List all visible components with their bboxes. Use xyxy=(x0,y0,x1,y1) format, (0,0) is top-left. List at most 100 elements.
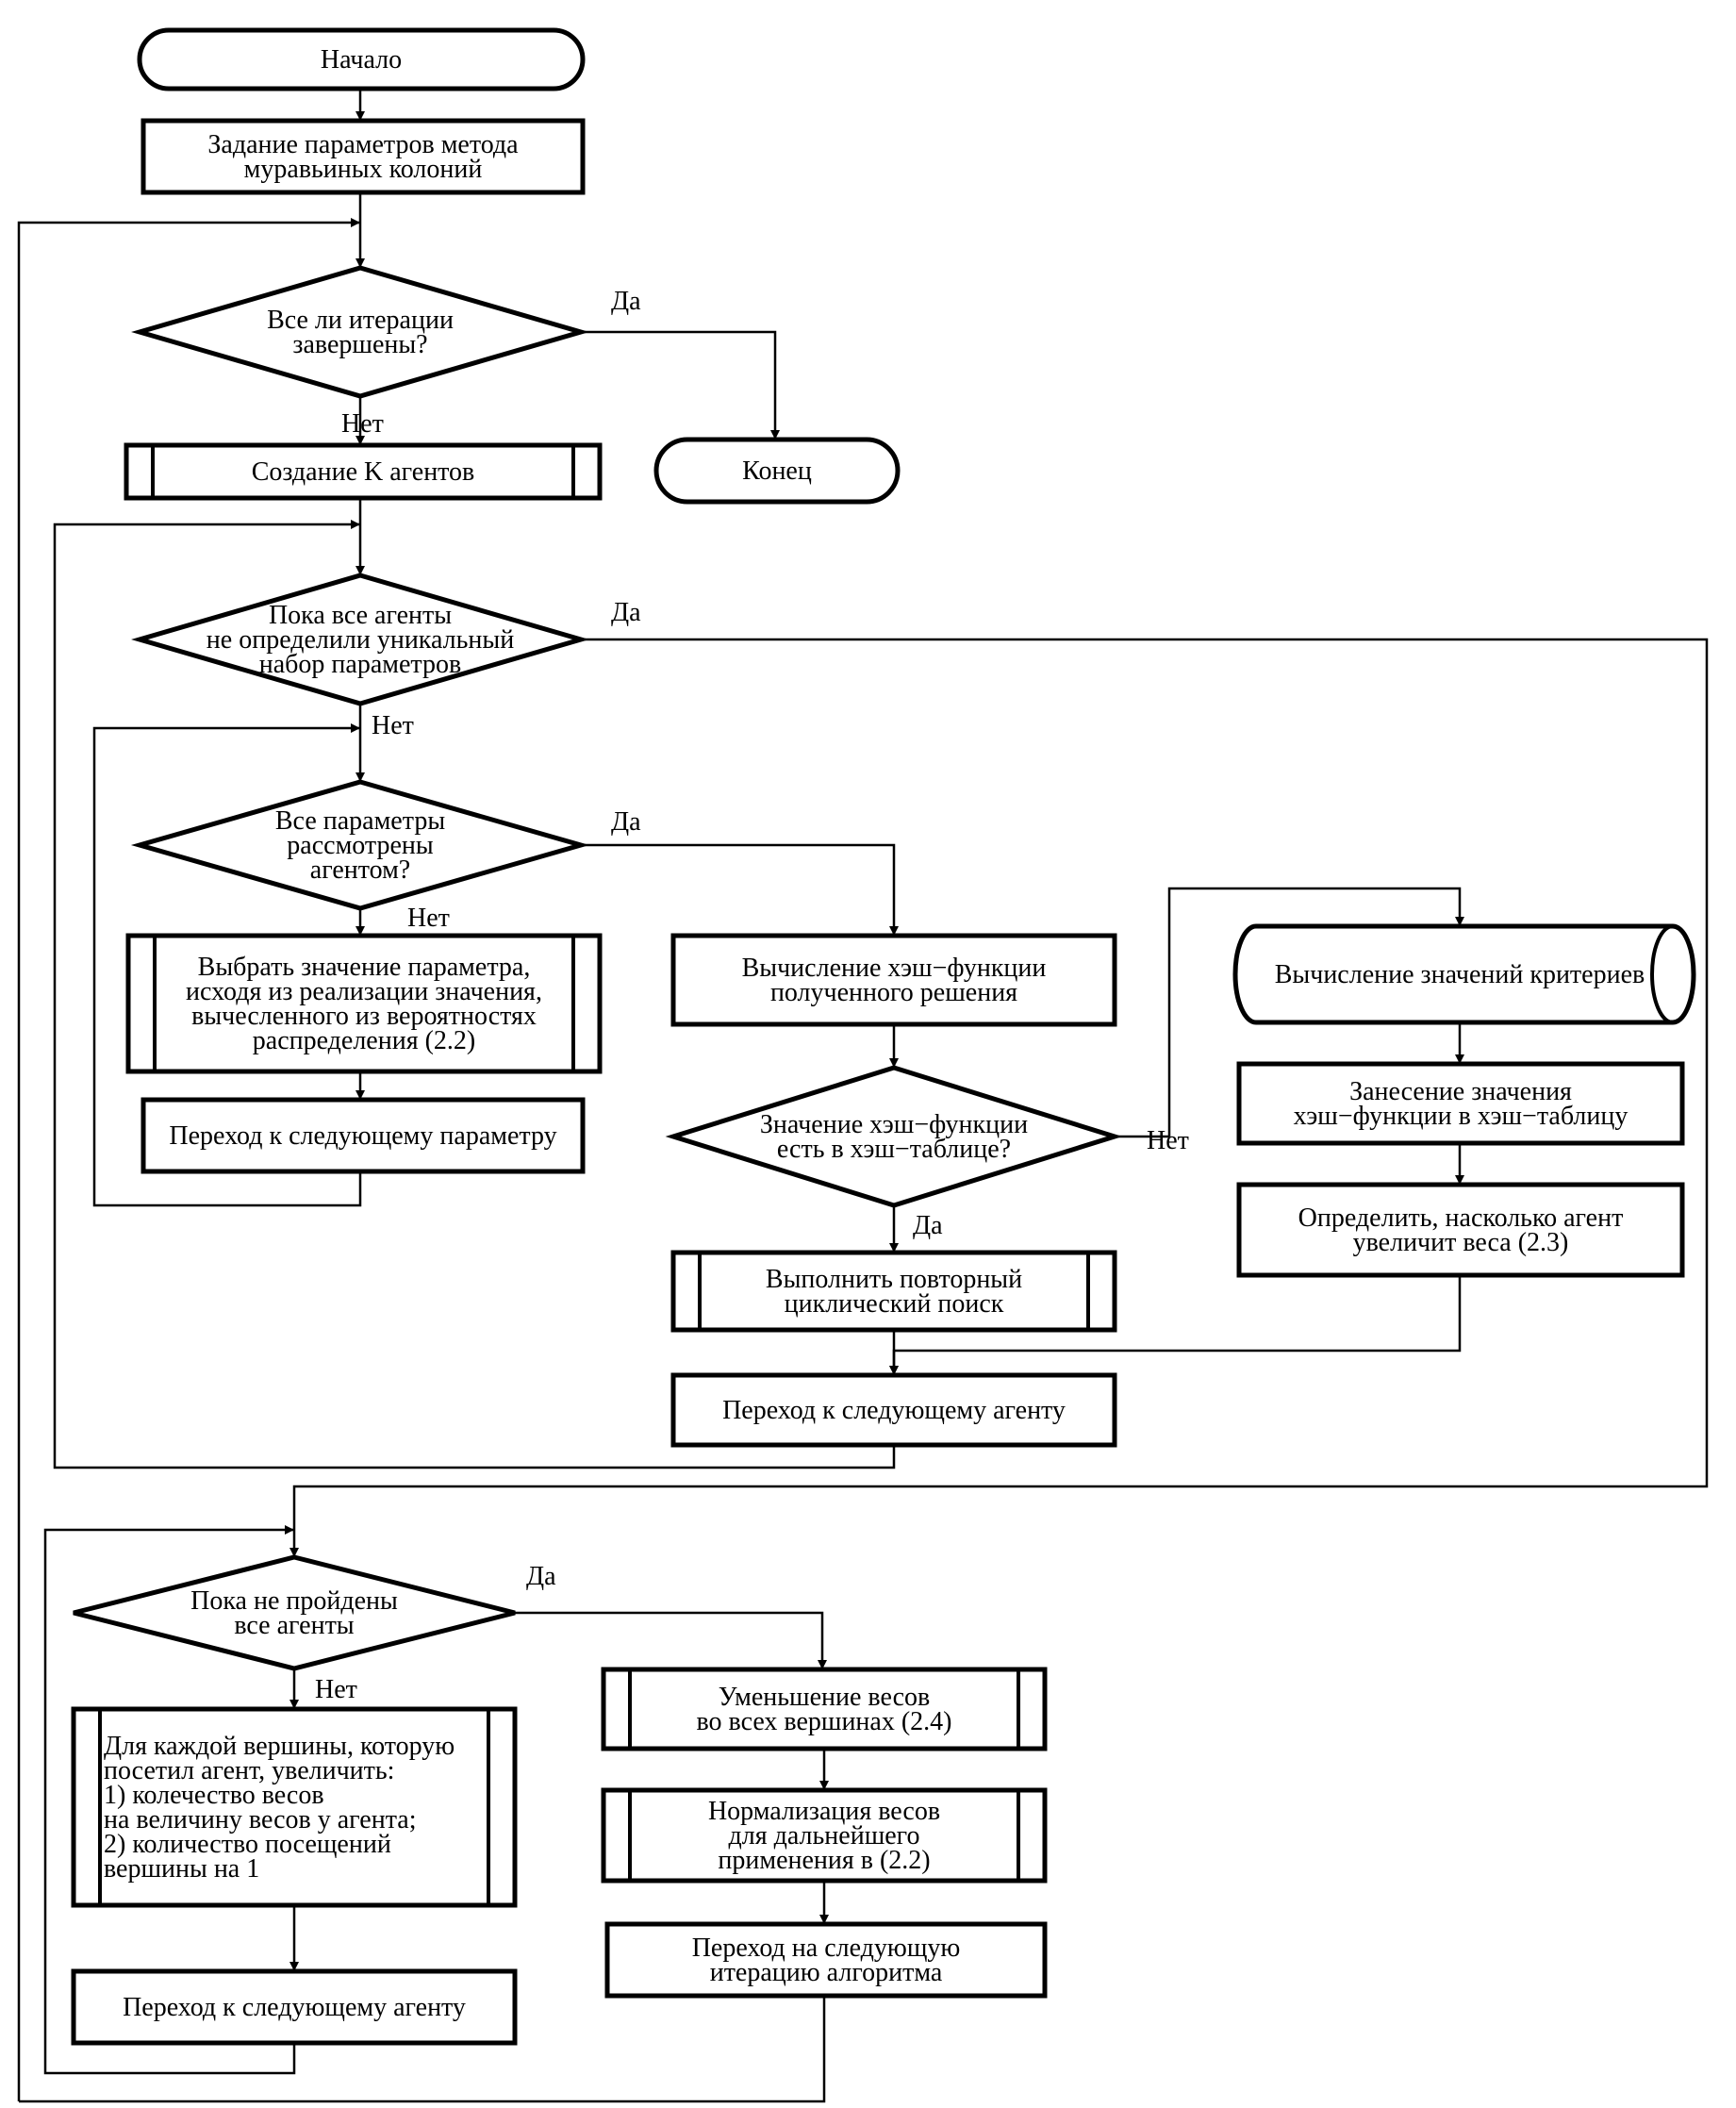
node-repeat-search xyxy=(670,1250,1117,1333)
node-text-store-hash: хэш−функции в хэш−таблицу xyxy=(1294,1102,1629,1131)
node-text-while-not-passed: Пока не пройдены xyxy=(190,1586,398,1616)
edge-label-no: Нет xyxy=(315,1675,357,1704)
node-text-all-iter: завершены? xyxy=(292,330,427,359)
predefined-process-box xyxy=(124,442,603,501)
node-text-repeat-search: циклический поиск xyxy=(785,1289,1004,1319)
predefined-process-box xyxy=(670,1250,1117,1333)
node-text-while-agents: не определили уникальный xyxy=(207,625,514,655)
predefined-process-box xyxy=(125,933,603,1074)
node-text-calc-hash: полученного решения xyxy=(770,978,1017,1007)
edge-label-yes: Да xyxy=(611,598,641,627)
process-box xyxy=(1236,1061,1685,1146)
decision-diamond xyxy=(665,1065,1123,1208)
terminal-box xyxy=(653,437,901,505)
node-text-all-params: агентом? xyxy=(310,855,410,885)
node-text-reduce-weights: во всех вершинах (2.4) xyxy=(696,1707,951,1736)
process-box xyxy=(1236,1182,1685,1278)
node-text-normalize-weights: Нормализация весов xyxy=(708,1797,940,1826)
process-box xyxy=(71,1968,518,2046)
predefined-process-box xyxy=(601,1787,1048,1884)
node-while-agents xyxy=(131,573,589,706)
edge-label-yes: Да xyxy=(526,1562,556,1591)
node-start xyxy=(137,27,586,91)
node-text-choose-value: вычесленного из вероятностях xyxy=(191,1002,537,1031)
process-box xyxy=(670,933,1117,1027)
node-text-while-not-passed: все агенты xyxy=(234,1611,354,1640)
node-hash-in-table xyxy=(665,1065,1123,1208)
predefined-process-box xyxy=(601,1667,1048,1751)
connector-21 xyxy=(17,218,360,2101)
process-box xyxy=(141,1097,586,1174)
node-text-next-agent-1: Переход к следующему агенту xyxy=(722,1396,1066,1425)
decision-diamond xyxy=(131,573,589,706)
node-reduce-weights xyxy=(601,1667,1048,1751)
node-next-param xyxy=(141,1097,586,1174)
node-text-create-agents: Создание K агентов xyxy=(252,457,475,487)
node-text-normalize-weights: для дальнейшего xyxy=(729,1821,920,1851)
node-text-calc-hash: Вычисление хэш−функции xyxy=(742,954,1047,983)
edge-label-no: Нет xyxy=(1147,1126,1189,1155)
node-calc-hash xyxy=(670,933,1117,1027)
node-text-for-each-vertex: на величину весов у агента; xyxy=(104,1805,416,1834)
decision-diamond xyxy=(131,265,589,399)
node-text-hash-in-table: есть в хэш−таблице? xyxy=(777,1135,1011,1164)
node-choose-value xyxy=(125,933,603,1074)
node-text-all-params: Все параметры xyxy=(275,806,445,836)
edge-label-no: Нет xyxy=(341,409,384,439)
node-text-for-each-vertex: Для каждой вершины, которую xyxy=(104,1732,455,1761)
node-normalize-weights xyxy=(601,1787,1048,1884)
node-text-all-params: рассмотрены xyxy=(287,831,434,860)
node-text-next-agent-2: Переход к следующему агенту xyxy=(123,1993,466,2022)
node-text-for-each-vertex: 1) колечество весов xyxy=(104,1781,324,1810)
node-text-determine-weights: Определить, насколько агент xyxy=(1298,1203,1624,1233)
node-text-next-param: Переход к следующему параметру xyxy=(169,1121,556,1151)
connector-20 xyxy=(53,520,896,1469)
node-store-hash xyxy=(1236,1061,1685,1146)
node-create-agents xyxy=(124,442,603,501)
node-text-store-hash: Занесение значения xyxy=(1349,1077,1572,1106)
node-text-repeat-search: Выполнить повторный xyxy=(766,1265,1022,1294)
node-text-for-each-vertex: вершины на 1 xyxy=(104,1854,259,1884)
node-next-agent-2 xyxy=(71,1968,518,2046)
node-text-for-each-vertex: посетил агент, увеличить: xyxy=(104,1756,394,1785)
connector-28 xyxy=(19,1996,826,2103)
node-text-while-agents: набор параметров xyxy=(259,650,461,679)
edge-label-yes: Да xyxy=(611,287,641,316)
connector-15 xyxy=(1167,887,1464,1137)
node-text-choose-value: распределения (2.2) xyxy=(253,1026,475,1055)
node-text-set-params: Задание параметров метода xyxy=(207,130,519,159)
node-text-set-params: муравьиных колоний xyxy=(244,155,483,184)
node-text-all-iter: Все ли итерации xyxy=(267,306,454,335)
node-text-calc-criteria: Вычисление значений критериев xyxy=(1275,960,1645,989)
edge-label-no: Нет xyxy=(407,904,450,933)
node-text-end: Конец xyxy=(742,456,812,486)
node-end xyxy=(653,437,901,505)
node-text-hash-in-table: Значение хэш−функции xyxy=(760,1110,1028,1139)
node-determine-weights xyxy=(1236,1182,1685,1278)
node-next-iteration xyxy=(604,1921,1048,1999)
node-next-agent-1 xyxy=(670,1372,1117,1448)
node-text-reduce-weights: Уменьшение весов xyxy=(719,1683,930,1712)
node-text-determine-weights: увеличит веса (2.3) xyxy=(1353,1228,1569,1257)
node-text-next-iteration: итерацию алгоритма xyxy=(710,1958,943,1987)
node-text-while-agents: Пока все агенты xyxy=(269,601,452,630)
connector-25 xyxy=(43,1525,296,2075)
connector-22 xyxy=(515,1611,827,1669)
node-calc-criteria xyxy=(1232,923,1696,1025)
connector-8 xyxy=(579,843,899,936)
connector-3 xyxy=(579,330,780,440)
edge-label-yes: Да xyxy=(913,1211,943,1240)
node-while-not-passed xyxy=(73,1554,516,1671)
connector-6 xyxy=(289,638,1709,1557)
node-text-normalize-weights: применения в (2.2) xyxy=(718,1846,930,1875)
decision-diamond xyxy=(130,779,590,911)
node-text-start: Начало xyxy=(321,45,402,75)
node-text-next-iteration: Переход на следующую xyxy=(692,1934,961,1963)
edge-label-yes: Да xyxy=(611,807,641,837)
node-for-each-vertex xyxy=(71,1706,518,1908)
terminal-box xyxy=(137,27,586,91)
decision-diamond xyxy=(73,1554,516,1671)
node-all-params xyxy=(130,779,590,911)
